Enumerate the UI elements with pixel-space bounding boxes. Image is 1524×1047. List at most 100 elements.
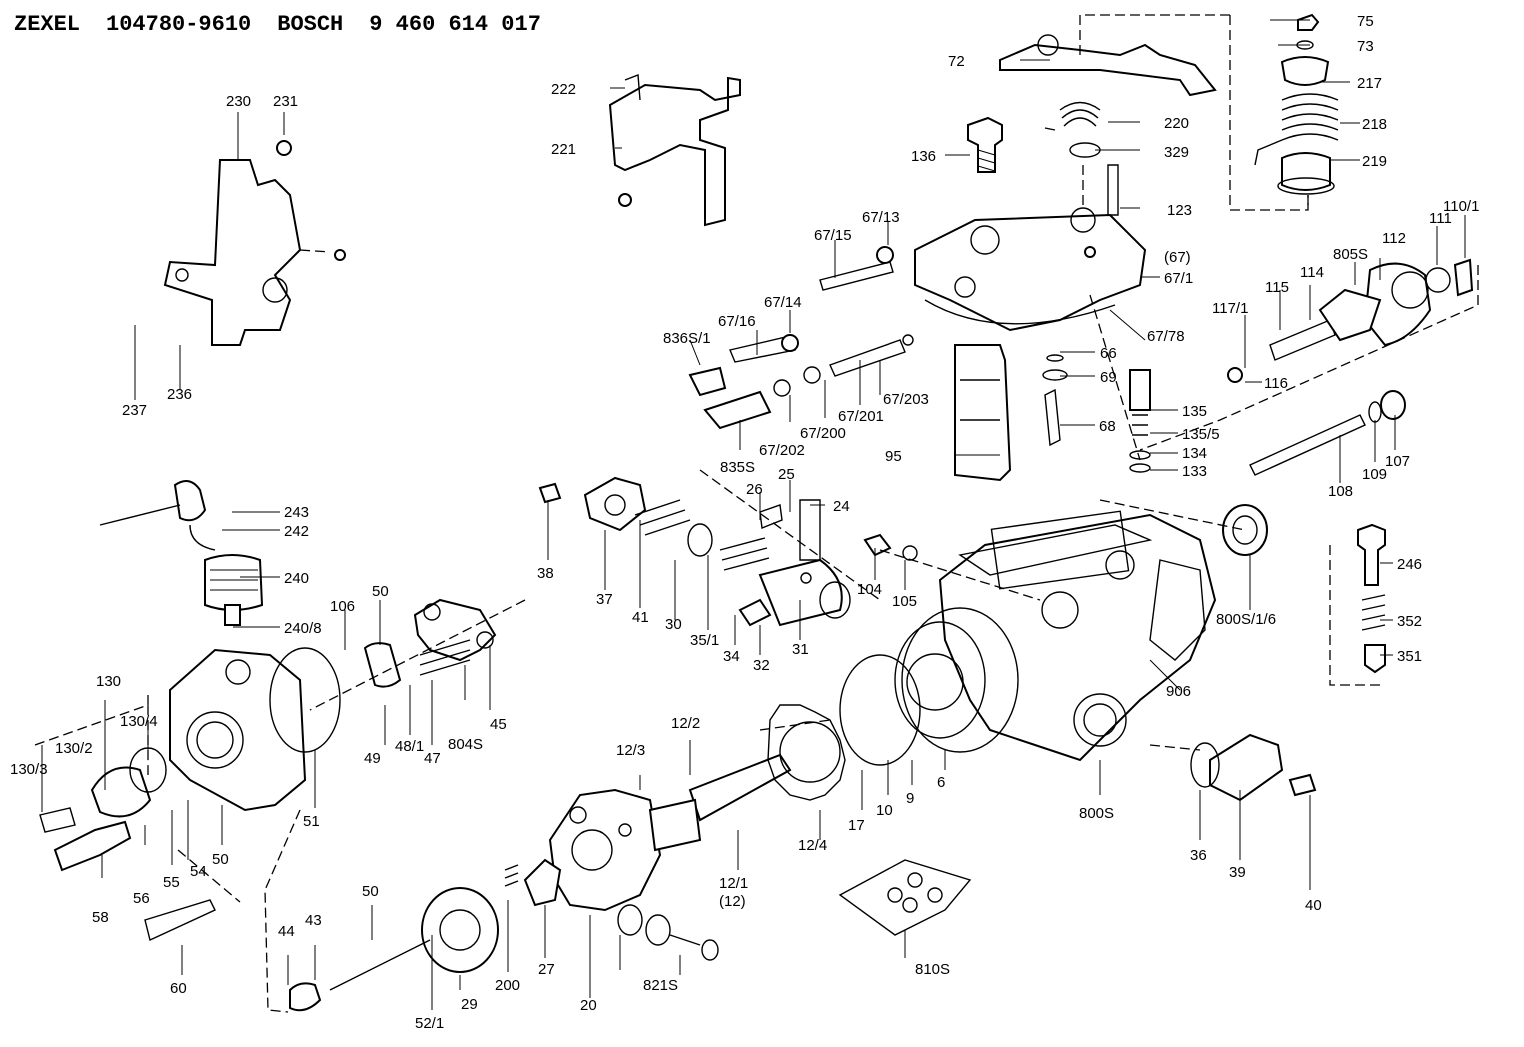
part-label-56: 56 — [133, 890, 150, 907]
part-label-54: 54 — [190, 863, 207, 880]
part-label-329: 329 — [1164, 144, 1189, 161]
part-label-108: 108 — [1328, 483, 1353, 500]
part-label-105: 105 — [892, 593, 917, 610]
part-label-67-202: 67/202 — [759, 442, 805, 459]
part-label-240: 240 — [284, 570, 309, 587]
part-label-38: 38 — [537, 565, 554, 582]
part-label-352: 352 — [1397, 613, 1422, 630]
part-label-75: 75 — [1357, 13, 1374, 30]
part-label-51: 51 — [303, 813, 320, 830]
part-label-52-1: 52/1 — [415, 1015, 444, 1032]
part-label-130-4: 130/4 — [120, 713, 158, 730]
part-label-810S: 810S — [915, 961, 950, 978]
part-label-200: 200 — [495, 977, 520, 994]
part-label-12-3: 12/3 — [616, 742, 645, 759]
part-label-67-13: 67/13 — [862, 209, 900, 226]
part-label-104: 104 — [857, 581, 882, 598]
part-label-218: 218 — [1362, 116, 1387, 133]
part-label-231: 231 — [273, 93, 298, 110]
part-label-804S: 804S — [448, 736, 483, 753]
part-label-133: 133 — [1182, 463, 1207, 480]
brand-bosch: BOSCH — [277, 12, 344, 37]
part-label-67-14: 67/14 — [764, 294, 802, 311]
part-label-240-8: 240/8 — [284, 620, 322, 637]
zexel-part-number: 104780-9610 — [106, 12, 252, 37]
part-label-31: 31 — [792, 641, 809, 658]
part-label-123: 123 — [1167, 202, 1192, 219]
part-label-135-5: 135/5 — [1182, 426, 1220, 443]
part-label-800S-1-6: 800S/1/6 — [1216, 611, 1276, 628]
part-label-17: 17 — [848, 817, 865, 834]
part-label-219: 219 — [1362, 153, 1387, 170]
part-label-237: 237 — [122, 402, 147, 419]
part-label-30: 30 — [665, 616, 682, 633]
part-label-67-200: 67/200 — [800, 425, 846, 442]
part-label-27: 27 — [538, 961, 555, 978]
part-label-12-1: 12/1 — [719, 875, 748, 892]
part-label-230: 230 — [226, 93, 251, 110]
part-label-67-15: 67/15 — [814, 227, 852, 244]
part-label-9: 9 — [906, 790, 914, 807]
part-label-66: 66 — [1100, 345, 1117, 362]
part-label-6: 6 — [937, 774, 945, 791]
leader-lines — [41, 19, 1466, 1010]
assembly-dot — [1084, 246, 1096, 258]
page-header: ZEXEL 104780-9610 BOSCH 9 460 614 017 — [14, 12, 567, 37]
part-label-10: 10 — [876, 802, 893, 819]
part-label-107: 107 — [1385, 453, 1410, 470]
part-label-50-top: 50 — [372, 583, 389, 600]
part-label-68: 68 — [1099, 418, 1116, 435]
part-label-43: 43 — [305, 912, 322, 929]
part-drawings — [39, 13, 1474, 1012]
part-label-55: 55 — [163, 874, 180, 891]
part-label-115: 115 — [1265, 279, 1289, 296]
part-label-58: 58 — [92, 909, 109, 926]
part-label-49: 49 — [364, 750, 381, 767]
part-label-29: 29 — [461, 996, 478, 1013]
part-label-12-2: 12/2 — [671, 715, 700, 732]
part-label-111: 111 — [1429, 210, 1452, 227]
brand-zexel: ZEXEL — [14, 12, 81, 37]
part-label-800S: 800S — [1079, 805, 1114, 822]
part-label-37: 37 — [596, 591, 613, 608]
part-label-35-1: 35/1 — [690, 632, 719, 649]
part-label-220: 220 — [1164, 115, 1189, 132]
part-label-41: 41 — [632, 609, 649, 626]
part-label-134: 134 — [1182, 445, 1207, 462]
assembly-lines — [34, 14, 1479, 1013]
part-label-25: 25 — [778, 466, 795, 483]
part-labels: 75 73 72 217 218 219 222 221 230 231 220… — [10, 13, 1479, 1032]
part-label-32: 32 — [753, 657, 770, 674]
part-label-67-201: 67/201 — [838, 408, 884, 425]
part-label-836S-1: 836S/1 — [663, 330, 711, 347]
part-label-39: 39 — [1229, 864, 1246, 881]
part-label-130-3: 130/3 — [10, 761, 48, 778]
part-label-130-2: 130/2 — [55, 740, 93, 757]
part-label-44: 44 — [278, 923, 295, 940]
part-label-242: 242 — [284, 523, 309, 540]
part-label-67-203: 67/203 — [883, 391, 929, 408]
part-label-24: 24 — [833, 498, 850, 515]
part-label-221: 221 — [551, 141, 576, 158]
part-label-117-1: 117/1 — [1212, 300, 1248, 317]
part-label-50-mid: 50 — [212, 851, 229, 868]
part-label-821S: 821S — [643, 977, 678, 994]
bosch-part-number: 9 460 614 017 — [369, 12, 541, 37]
part-label-130: 130 — [96, 673, 121, 690]
part-label-67-78: 67/78 — [1147, 328, 1185, 345]
part-label-48-1: 48/1 — [395, 738, 424, 755]
part-label-109: 109 — [1362, 466, 1387, 483]
part-label-72: 72 — [948, 53, 965, 70]
part-label-217: 217 — [1357, 75, 1382, 92]
part-label-906: 906 — [1166, 683, 1191, 700]
part-label-95: 95 — [885, 448, 902, 465]
part-label-835S: 835S — [720, 459, 755, 476]
part-label-136: 136 — [911, 148, 936, 165]
part-label-222: 222 — [551, 81, 576, 98]
part-label-60: 60 — [170, 980, 187, 997]
part-label-26: 26 — [746, 481, 763, 498]
part-label-73: 73 — [1357, 38, 1374, 55]
part-label-351: 351 — [1397, 648, 1422, 665]
part-label-47: 47 — [424, 750, 441, 767]
